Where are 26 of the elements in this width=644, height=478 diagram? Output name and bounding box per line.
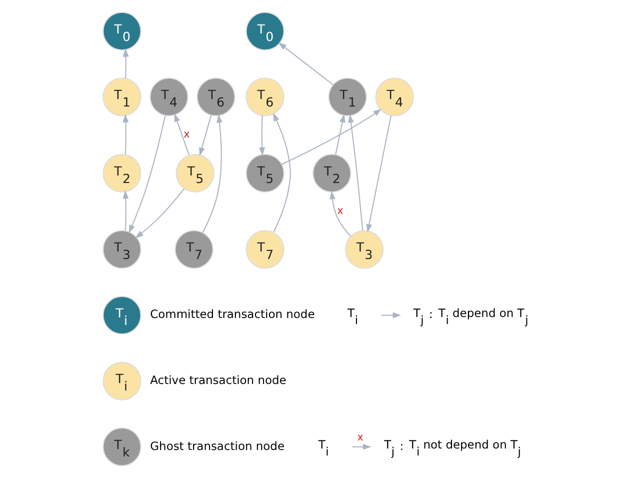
arrow <box>347 114 363 231</box>
arrow <box>272 112 290 232</box>
edge-label: x <box>356 432 363 444</box>
arrow <box>122 190 128 230</box>
node-label: : <box>428 307 432 322</box>
arrow <box>198 115 212 156</box>
arrow <box>258 116 265 156</box>
arrow <box>134 188 184 238</box>
edge-label: x <box>336 204 343 217</box>
node-label: Ghost transaction node <box>150 438 284 453</box>
arrow <box>122 48 128 78</box>
arrow <box>334 114 345 155</box>
arrow <box>329 190 351 237</box>
arrow <box>122 114 128 154</box>
arrow <box>366 115 392 233</box>
arrow <box>278 42 333 86</box>
arrow <box>380 312 401 318</box>
arrow <box>281 108 382 165</box>
arrow <box>352 444 371 450</box>
node-label: : <box>399 438 404 453</box>
arrow <box>174 113 189 156</box>
node-label: Active transaction node <box>150 372 286 387</box>
arrow <box>128 115 166 234</box>
arrow <box>202 114 222 233</box>
node-label: Committed transaction node <box>150 307 314 322</box>
edge-label: x <box>183 128 190 141</box>
